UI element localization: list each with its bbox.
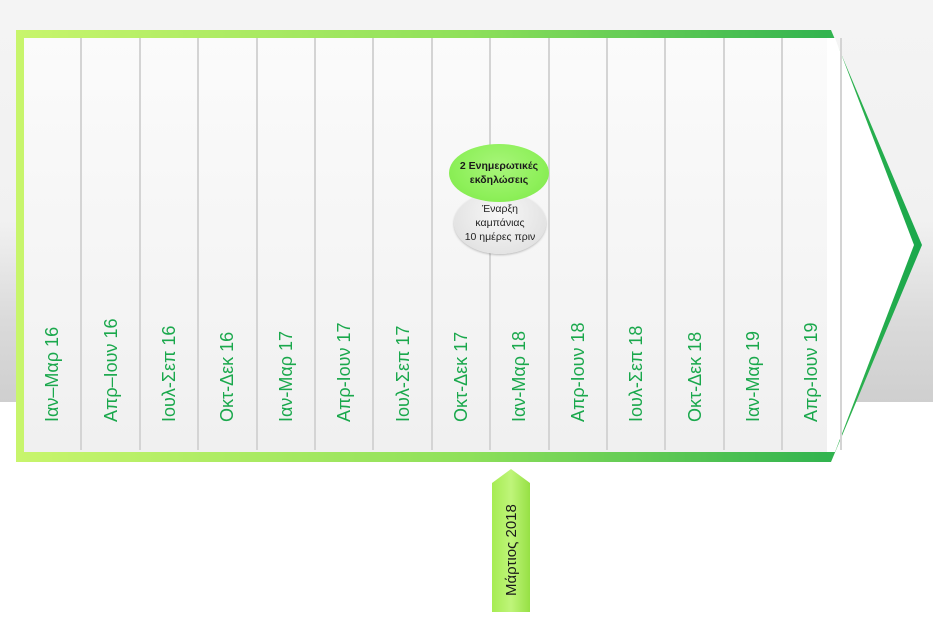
campaign-line-3: 10 ημέρες πριν — [464, 231, 536, 243]
period-label: Απρ-Ιουν 19 — [801, 322, 822, 422]
timeline-column: Απρ–Ιουν 16 — [82, 38, 141, 450]
period-label: Απρ-Ιουν 17 — [334, 322, 355, 422]
period-label: Ιουλ-Σεπ 16 — [158, 325, 179, 422]
period-label: Απρ–Ιουν 16 — [100, 318, 121, 422]
timeline-column: Ιουλ-Σεπ 17 — [374, 38, 433, 450]
briefings-line-1: 2 Ενημερωτικές — [459, 160, 539, 172]
timeline-column: Ιαν-Μαρ 19 — [725, 38, 784, 450]
briefings-line-2: εκδηλώσεις — [469, 174, 529, 186]
period-label: Ιαν-Μαρ 19 — [742, 330, 763, 422]
date-marker-label: Μάρτιος 2018 — [503, 504, 520, 596]
timeline-column: Απρ-Ιουν 17 — [316, 38, 375, 450]
period-label: Ιαν–Μαρ 16 — [42, 326, 63, 422]
period-label: Οκτ-Δεκ 18 — [684, 331, 705, 422]
campaign-start-bubble: Έναρξη καμπάνιας 10 ημέρες πριν — [454, 192, 546, 254]
timeline-column: Ιουλ-Σεπ 18 — [608, 38, 667, 450]
briefings-bubble: 2 Ενημερωτικές εκδηλώσεις — [449, 144, 549, 202]
campaign-line-1: Έναρξη — [481, 203, 519, 215]
timeline-column: Ιαν–Μαρ 16 — [24, 38, 83, 450]
period-label: Απρ-Ιουν 18 — [567, 322, 588, 422]
timeline-column: Απρ-Ιουν 18 — [550, 38, 608, 450]
timeline-column: Ιαν-Μαρ 18 — [491, 38, 550, 450]
period-label: Ιουλ-Σεπ 18 — [626, 325, 647, 422]
period-label: Ιουλ-Σεπ 17 — [392, 325, 413, 422]
timeline-column: Ιουλ-Σεπ 16 — [141, 38, 200, 450]
campaign-line-2: καμπάνιας — [475, 217, 525, 229]
period-label: Ιαν-Μαρ 18 — [509, 330, 530, 422]
timeline-column: Οκτ-Δεκ 18 — [666, 38, 725, 450]
date-marker-shape — [492, 469, 530, 612]
timeline-column: Ιαν-Μαρ 17 — [258, 38, 316, 450]
timeline-column: Οκτ-Δεκ 16 — [199, 38, 258, 450]
period-label: Οκτ-Δεκ 17 — [450, 331, 471, 422]
period-label: Οκτ-Δεκ 16 — [217, 331, 238, 422]
period-label: Ιαν-Μαρ 17 — [275, 330, 296, 422]
timeline-column: Απρ-Ιουν 19 — [783, 38, 842, 450]
